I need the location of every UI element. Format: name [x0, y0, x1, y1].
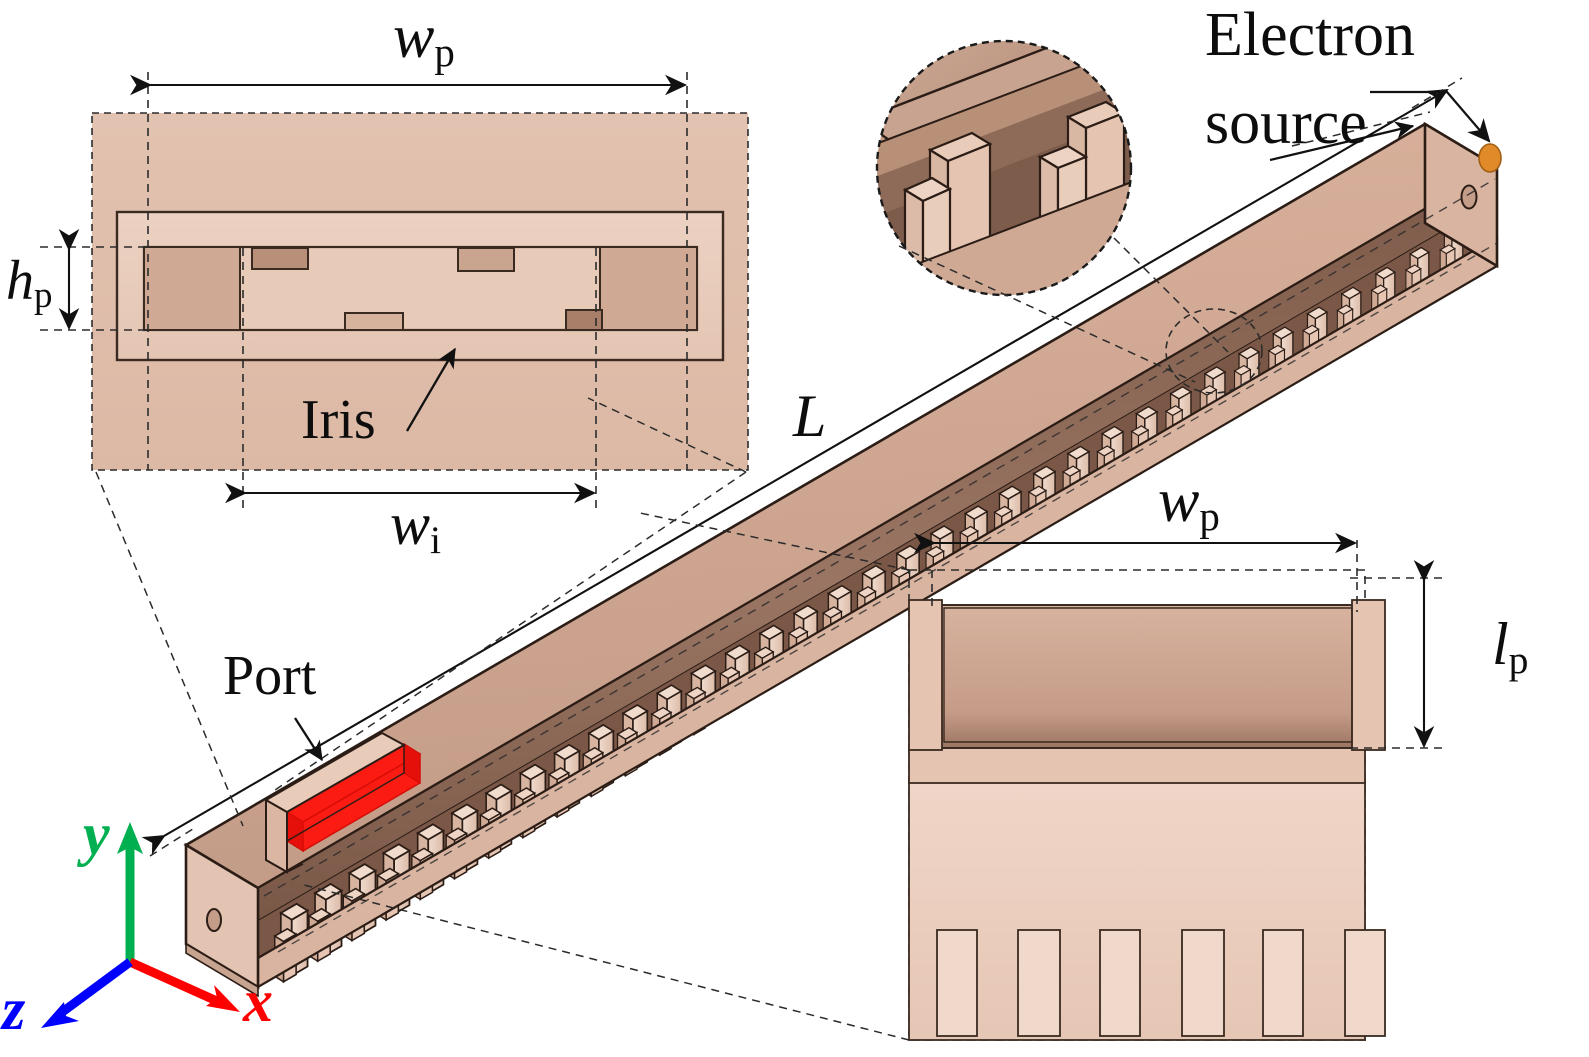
- axis-z-line: [58, 958, 133, 1017]
- br-top-rail: [908, 744, 1366, 784]
- ci-source-region-ellipse: [1165, 308, 1263, 394]
- br-fin: [1344, 929, 1386, 1037]
- ci-vane1b-left: [903, 188, 925, 295]
- detail-cross-section-top-left: [40, 72, 749, 827]
- axis-label-x: x: [243, 968, 273, 1034]
- br-fin-group: [936, 929, 1386, 1037]
- axis-x-line: [128, 957, 221, 1007]
- br-cavity-wall-right: [1351, 599, 1386, 751]
- axis-label-y: y: [83, 801, 110, 867]
- label-electron-source-line1: Electron: [1205, 1, 1416, 69]
- label-electron-source-line2: source: [1205, 89, 1367, 157]
- label-wp-bottom: wp: [1158, 467, 1220, 539]
- br-fin: [936, 929, 978, 1037]
- dimension-L-ext-left: [149, 826, 197, 857]
- br-cavity-wall-left: [908, 599, 943, 751]
- tl-iris-tab-bottom-right: [565, 309, 603, 331]
- label-lp: lp: [1492, 611, 1529, 682]
- br-connector-bottom: [299, 883, 910, 1041]
- br-cavity: [939, 604, 1356, 749]
- electron-beam-spot: [1478, 143, 1502, 173]
- dimension-L-line: [141, 88, 1449, 855]
- beam-bottom-bevel: [185, 942, 259, 998]
- electron-source-dashed: [1291, 111, 1431, 147]
- detail-circle-inset: [875, 39, 1263, 394]
- axis-z-arrowhead: [41, 1002, 79, 1028]
- label-hp: hp: [6, 250, 53, 316]
- tl-left-shade: [145, 248, 240, 329]
- detail-end-view-bottom-right: [299, 512, 1448, 1041]
- tl-right-shade: [600, 248, 696, 329]
- electron-source-leader: [1370, 90, 1491, 143]
- tl-connector-left: [95, 471, 244, 827]
- label-wp-top: wp: [393, 3, 455, 75]
- ci-boundary: [875, 39, 1133, 297]
- electron-source-annotation: [1269, 90, 1502, 173]
- br-fin: [1181, 929, 1225, 1037]
- beam-left-endcap-hole: [206, 908, 222, 932]
- tl-outer-slab-dashed: [91, 112, 749, 471]
- port-leader-arrow: [294, 717, 323, 762]
- iris-leader-arrow: [406, 347, 456, 432]
- tl-connector-right-upper: [587, 397, 747, 473]
- br-cavity-inner-outline: [943, 607, 1353, 743]
- tl-iris-tab-bottom: [344, 312, 404, 331]
- label-port: Port: [223, 645, 317, 707]
- axis-triad: [41, 822, 240, 1028]
- axis-y-arrowhead: [117, 822, 143, 854]
- br-fin: [1262, 929, 1304, 1037]
- beam-right-endcap-hole: [1460, 184, 1478, 210]
- axis-x-arrowhead: [206, 985, 240, 1012]
- ci-vane1b-face: [921, 187, 952, 295]
- port-annotation: [294, 717, 323, 762]
- br-connector-top: [639, 512, 910, 571]
- electron-source-arrow-up: [1269, 121, 1415, 162]
- tl-iris-tab-top-right: [457, 247, 515, 272]
- br-fin: [1017, 929, 1061, 1037]
- axis-label-z: z: [2, 976, 26, 1042]
- ci-leader-lower: [898, 245, 1196, 383]
- label-L: L: [793, 383, 827, 449]
- label-iris: Iris: [301, 389, 376, 451]
- tl-iris-tab-top-left: [251, 247, 309, 270]
- label-wi: wi: [390, 491, 442, 562]
- ci-bottom-rail: [877, 173, 1131, 295]
- tl-connector-right: [274, 471, 747, 791]
- br-fin: [1099, 929, 1141, 1037]
- port-pedestal-base: [265, 859, 304, 874]
